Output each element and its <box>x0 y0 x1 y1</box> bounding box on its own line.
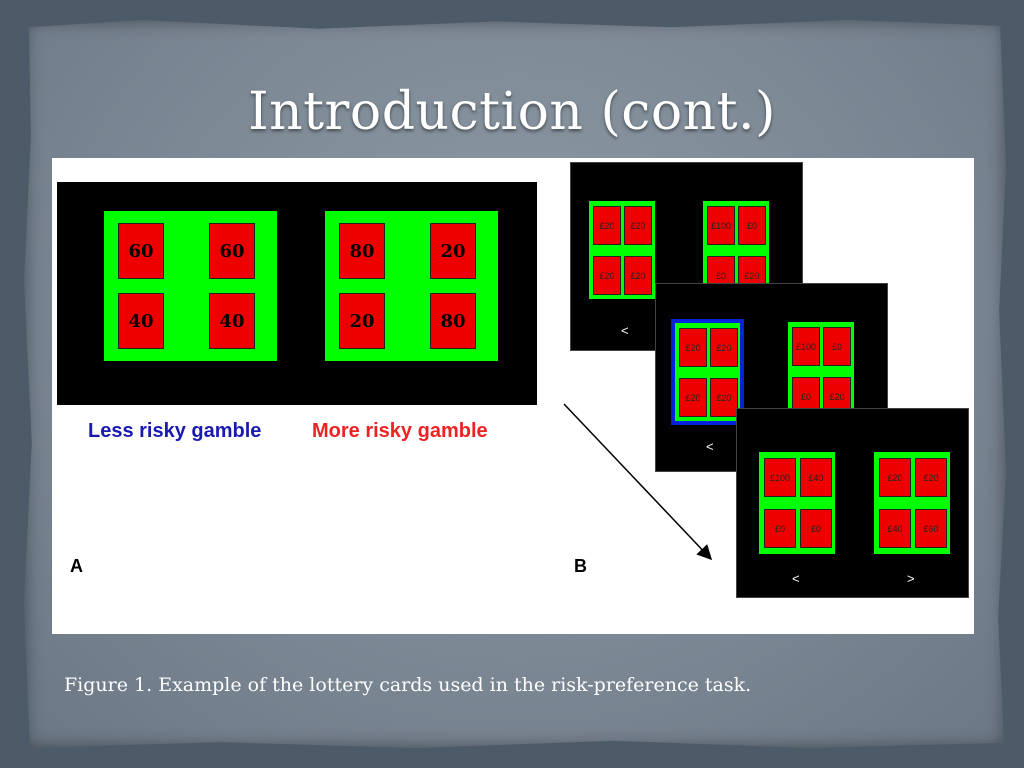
lottery-card: 20 <box>430 223 476 279</box>
lottery-card: £100 <box>792 327 820 366</box>
panel-a-background: 60 60 40 40 80 20 20 80 <box>57 182 537 405</box>
trial-screen-3: £100 £40 £0 £0 £20 £20 £40 £60 < > <box>736 408 969 598</box>
lottery-card: 60 <box>118 223 164 279</box>
lottery-card: £20 <box>593 206 621 245</box>
lottery-card: £20 <box>879 458 911 497</box>
left-gamble-box: £100 £40 £0 £0 <box>759 452 835 554</box>
less-risky-gamble-box: 60 60 40 40 <box>104 211 277 361</box>
lottery-card: £20 <box>679 328 707 367</box>
right-gamble-box: £100 £0 £0 £20 <box>703 201 769 299</box>
more-risky-gamble-label: More risky gamble <box>312 420 488 442</box>
lottery-card: £40 <box>800 458 832 497</box>
trial-screen-2: £20 £20 £20 £20 £100 £0 £0 £20 < <box>655 283 888 472</box>
lottery-card: £100 <box>707 206 735 245</box>
left-arrow-key-label: < <box>621 323 629 338</box>
lottery-card: 80 <box>430 293 476 349</box>
figure-caption: Figure 1. Example of the lottery cards u… <box>64 674 752 696</box>
lottery-card: £20 <box>624 256 652 295</box>
lottery-card: £60 <box>915 509 947 548</box>
panel-b-letter: B <box>574 556 587 576</box>
lottery-card: £0 <box>764 509 796 548</box>
lottery-card: £0 <box>800 509 832 548</box>
lottery-card: £20 <box>593 256 621 295</box>
left-gamble-box: £20 £20 £20 £20 <box>589 201 655 299</box>
lottery-card: £20 <box>710 378 738 417</box>
panel-a-letter: A <box>70 556 83 576</box>
left-gamble-box: £20 £20 £20 £20 <box>675 323 740 421</box>
left-arrow-key-label: < <box>706 439 714 454</box>
left-arrow-key-label: < <box>792 571 800 586</box>
trial-screen-1: £20 £20 £20 £20 £100 £0 £0 £20 < <box>570 162 803 351</box>
lottery-card: £0 <box>823 327 851 366</box>
sequence-arrow-icon <box>563 403 713 561</box>
less-risky-gamble-label: Less risky gamble <box>88 420 262 442</box>
lottery-card: £20 <box>624 206 652 245</box>
lottery-card: £20 <box>679 378 707 417</box>
slide-title: Introduction (cont.) <box>248 82 776 142</box>
right-arrow-key-label: > <box>907 571 915 586</box>
lottery-card: 40 <box>209 293 255 349</box>
lottery-card: 20 <box>339 293 385 349</box>
right-gamble-box: £100 £0 £0 £20 <box>788 322 854 420</box>
lottery-card: 80 <box>339 223 385 279</box>
more-risky-gamble-box: 80 20 20 80 <box>325 211 498 361</box>
lottery-card: £20 <box>915 458 947 497</box>
figure-image: 60 60 40 40 80 20 20 80 Less risky gambl… <box>52 158 974 634</box>
lottery-card: £40 <box>879 509 911 548</box>
lottery-card: £20 <box>710 328 738 367</box>
right-gamble-box: £20 £20 £40 £60 <box>874 452 950 554</box>
selection-highlight <box>671 319 744 425</box>
lottery-card: 60 <box>209 223 255 279</box>
lottery-card: £100 <box>764 458 796 497</box>
lottery-card: 40 <box>118 293 164 349</box>
lottery-card: £0 <box>738 206 766 245</box>
